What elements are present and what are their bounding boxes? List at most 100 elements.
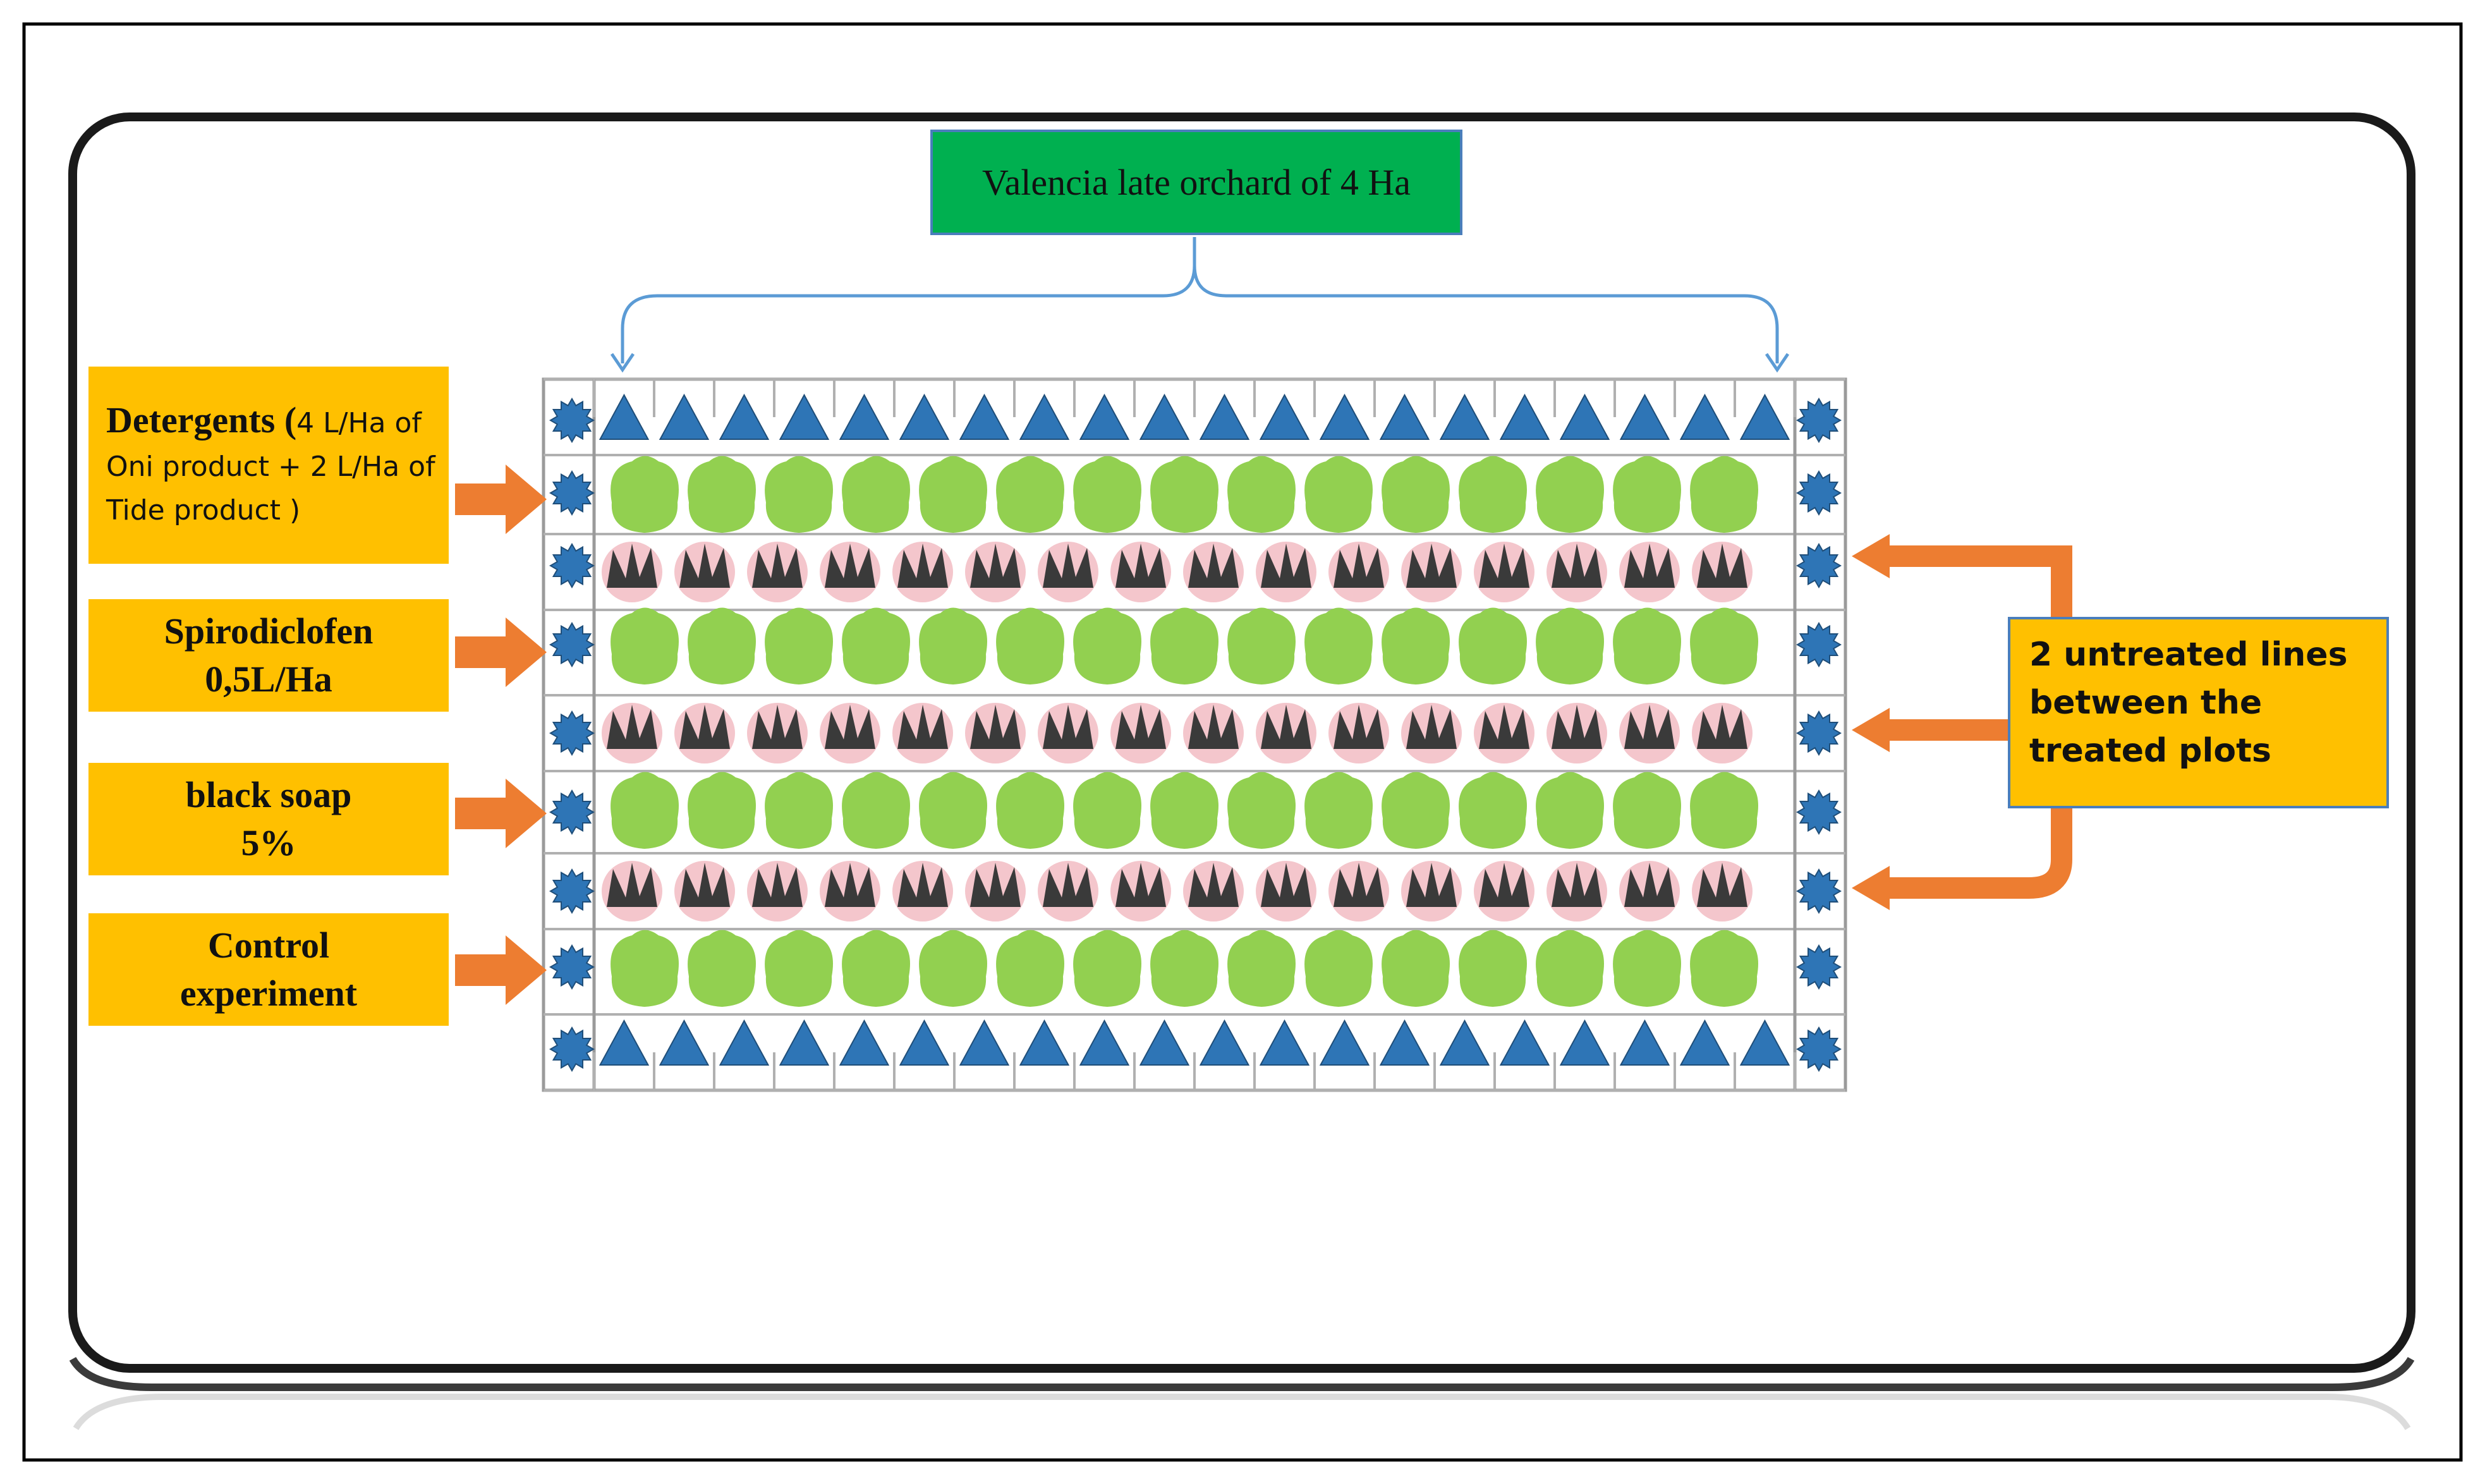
- orchard-title: Valencia late orchard of 4 Ha: [930, 130, 1462, 235]
- border-triangle: [1199, 393, 1250, 440]
- border-triangle: [1019, 393, 1070, 440]
- border-gear: [549, 621, 595, 668]
- untreated-tree: [825, 863, 875, 907]
- border-triangle: [659, 393, 710, 440]
- untreated-tree: [1697, 863, 1747, 907]
- citrus-tree: [1536, 456, 1604, 533]
- border-triangle: [899, 1019, 950, 1066]
- border-triangle: [1499, 1019, 1550, 1066]
- citrus-tree: [1073, 607, 1141, 684]
- border-gear: [549, 710, 595, 757]
- citrus-tree: [1690, 772, 1758, 849]
- untreated-tree: [1624, 705, 1675, 749]
- border-gear: [1795, 397, 1842, 444]
- untreated-lines-note: 2 untreated lines between the treated pl…: [2008, 617, 2389, 808]
- citrus-tree: [1150, 930, 1218, 1007]
- untreated-tree: [1406, 705, 1457, 749]
- citrus-tree: [688, 607, 756, 684]
- border-triangle: [598, 1019, 650, 1066]
- citrus-tree: [1304, 607, 1373, 684]
- citrus-tree: [688, 772, 756, 849]
- border-triangle: [779, 1019, 830, 1066]
- border-gear: [1795, 470, 1842, 516]
- treatment-arrow: [455, 935, 547, 1005]
- border-triangle: [1319, 1019, 1370, 1066]
- border-gear: [549, 397, 595, 444]
- citrus-tree: [1073, 456, 1141, 533]
- citrus-tree: [919, 772, 987, 849]
- border-gear: [1795, 789, 1842, 836]
- citrus-tree: [1459, 930, 1527, 1007]
- citrus-tree: [1613, 456, 1681, 533]
- citrus-tree: [611, 772, 679, 849]
- untreated-tree: [825, 705, 875, 749]
- citrus-tree: [611, 607, 679, 684]
- border-triangle: [1679, 1019, 1730, 1066]
- brace-left-arrowhead: [610, 353, 635, 373]
- untreated-tree: [1479, 544, 1529, 588]
- border-triangle: [719, 393, 770, 440]
- citrus-tree: [919, 456, 987, 533]
- citrus-tree: [1304, 456, 1373, 533]
- border-gear: [1795, 1026, 1842, 1073]
- citrus-tree: [611, 930, 679, 1007]
- panel-reflection: [73, 1394, 2411, 1430]
- connector-bottom-arrowhead: [1852, 866, 1890, 910]
- untreated-tree: [1043, 544, 1093, 588]
- citrus-tree: [842, 456, 910, 533]
- citrus-tree: [765, 607, 833, 684]
- treatment-detail-black-soap: 5%: [241, 822, 296, 863]
- citrus-tree: [1150, 772, 1218, 849]
- treatment-detail-spirodiclofen: 0,5L/Ha: [205, 659, 332, 700]
- untreated-tree: [607, 544, 657, 588]
- treatment-name-control: Control: [207, 925, 330, 966]
- treatment-label-spirodiclofen: Spirodiclofen 0,5L/Ha: [88, 599, 449, 712]
- untreated-tree: [1697, 544, 1747, 588]
- untreated-tree: [1188, 544, 1239, 588]
- untreated-tree: [1624, 863, 1675, 907]
- citrus-tree: [996, 607, 1064, 684]
- citrus-tree: [842, 772, 910, 849]
- untreated-tree: [1552, 705, 1602, 749]
- untreated-tree: [679, 705, 730, 749]
- untreated-tree: [1334, 544, 1384, 588]
- citrus-tree: [1382, 456, 1450, 533]
- untreated-tree: [1115, 863, 1166, 907]
- citrus-tree: [1304, 772, 1373, 849]
- citrus-tree: [1536, 772, 1604, 849]
- untreated-tree: [897, 544, 948, 588]
- treatment-name-spirodiclofen: Spirodiclofen: [164, 611, 374, 652]
- border-triangle: [1199, 1019, 1250, 1066]
- citrus-tree: [1073, 930, 1141, 1007]
- treatment-detail-detergents: 4 L/Ha of Oni product + 2 L/Ha of Tide p…: [106, 406, 435, 526]
- untreated-tree: [970, 544, 1021, 588]
- treatment-arrow: [455, 779, 547, 848]
- untreated-tree: [1406, 863, 1457, 907]
- citrus-tree: [688, 930, 756, 1007]
- untreated-tree: [1406, 544, 1457, 588]
- treatment-detail-control: experiment: [179, 973, 358, 1014]
- citrus-tree: [1459, 607, 1527, 684]
- untreated-tree: [1697, 705, 1747, 749]
- border-triangle: [959, 1019, 1010, 1066]
- border-triangle: [779, 393, 830, 440]
- border-triangle: [719, 1019, 770, 1066]
- untreated-tree: [1261, 705, 1311, 749]
- border-triangle: [1019, 1019, 1070, 1066]
- citrus-tree: [1536, 930, 1604, 1007]
- citrus-tree: [919, 607, 987, 684]
- citrus-tree: [1459, 456, 1527, 533]
- border-gear: [1795, 621, 1842, 668]
- border-triangle: [659, 1019, 710, 1066]
- untreated-tree: [679, 863, 730, 907]
- treatment-label-detergents: Detergents (4 L/Ha of Oni product + 2 L/…: [88, 367, 449, 564]
- citrus-tree: [688, 456, 756, 533]
- citrus-tree: [765, 456, 833, 533]
- border-triangle: [839, 1019, 890, 1066]
- treatment-label-black-soap: black soap 5%: [88, 763, 449, 875]
- treatment-arrow: [455, 465, 547, 534]
- border-gear: [549, 944, 595, 990]
- untreated-tree: [897, 705, 948, 749]
- citrus-tree: [765, 930, 833, 1007]
